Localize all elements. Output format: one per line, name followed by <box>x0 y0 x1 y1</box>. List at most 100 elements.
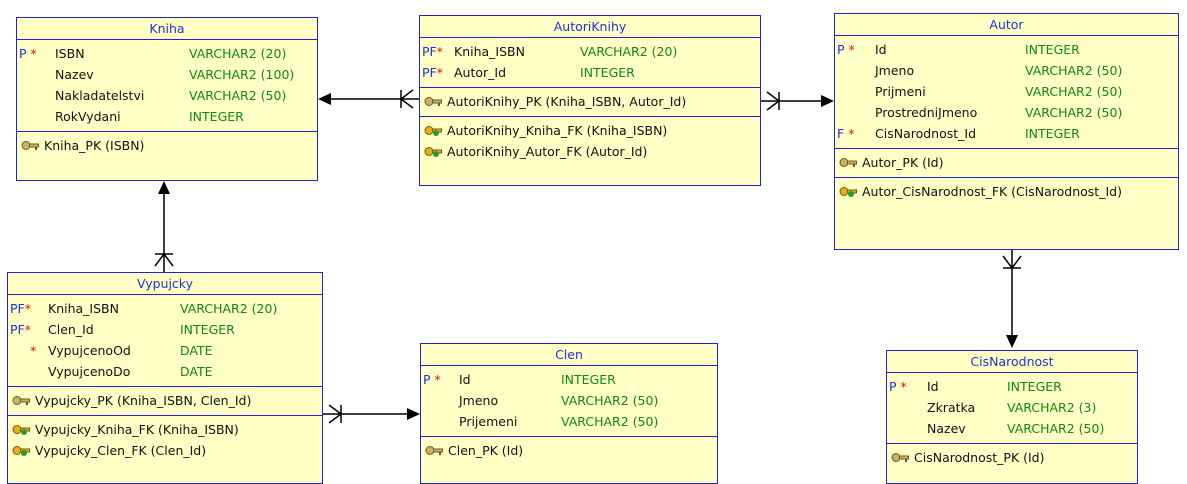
column-row[interactable]: PF* Autor_Id INTEGER <box>420 62 760 83</box>
columns-section: P * Id INTEGER Zkratka VARCHAR2 (3) Naze… <box>887 373 1137 444</box>
pk-label: AutoriKnihy_PK (Kniha_ISBN, Autor_Id) <box>447 94 687 109</box>
mandatory-star: * <box>30 343 37 358</box>
column-row[interactable]: Nazev VARCHAR2 (100) <box>17 64 317 85</box>
column-row[interactable]: Prijmeni VARCHAR2 (50) <box>835 81 1178 102</box>
column-type: INTEGER <box>1025 126 1080 141</box>
key-icon <box>12 396 30 405</box>
column-row[interactable]: P * ISBN VARCHAR2 (20) <box>17 43 317 64</box>
pk-label: Autor_PK (Id) <box>862 155 944 170</box>
mandatory-star: * <box>848 126 855 141</box>
foreign-key-icon <box>839 187 857 197</box>
column-type: VARCHAR2 (50) <box>1007 421 1105 436</box>
column-row[interactable]: PF* Kniha_ISBN VARCHAR2 (20) <box>420 41 760 62</box>
column-type: VARCHAR2 (20) <box>189 46 287 61</box>
pk-section: Kniha_PK (ISBN) <box>17 132 317 160</box>
pk-label: Kniha_PK (ISBN) <box>44 138 145 153</box>
primary-key-row[interactable]: Kniha_PK (ISBN) <box>17 135 317 156</box>
primary-key-row[interactable]: Clen_PK (Id) <box>421 440 717 461</box>
columns-section: PF* Kniha_ISBN VARCHAR2 (20) PF* Autor_I… <box>420 38 760 88</box>
foreign-key-row[interactable]: Vypujcky_Kniha_FK (Kniha_ISBN) <box>8 419 322 440</box>
foreign-key-icon <box>424 147 442 157</box>
column-type: INTEGER <box>561 372 616 387</box>
entity-kniha[interactable]: Kniha P * ISBN VARCHAR2 (20) Nazev VARCH… <box>16 17 318 181</box>
mandatory-star: * <box>434 372 441 387</box>
column-name: Id <box>459 372 471 387</box>
column-name: Prijmeni <box>875 84 926 99</box>
entity-title: Vypujcky <box>8 273 322 295</box>
key-flag: P <box>423 372 431 387</box>
columns-section: PF* Kniha_ISBN VARCHAR2 (20) PF* Clen_Id… <box>8 295 322 387</box>
column-row[interactable]: P * Id INTEGER <box>835 39 1178 60</box>
entity-autor[interactable]: Autor P * Id INTEGER Jmeno VARCHAR2 (50)… <box>834 13 1179 250</box>
column-name: VypujcenoOd <box>48 343 131 358</box>
pk-section: AutoriKnihy_PK (Kniha_ISBN, Autor_Id) <box>420 88 760 117</box>
entity-title: CisNarodnost <box>887 351 1137 373</box>
column-row[interactable]: PF* Kniha_ISBN VARCHAR2 (20) <box>8 298 322 319</box>
column-type: VARCHAR2 (50) <box>1025 84 1123 99</box>
key-icon <box>425 446 443 455</box>
fk-label: Vypujcky_Kniha_FK (Kniha_ISBN) <box>35 422 239 437</box>
key-flag: P <box>19 46 27 61</box>
foreign-key-icon <box>424 126 442 136</box>
entity-title: Clen <box>421 344 717 366</box>
primary-key-row[interactable]: AutoriKnihy_PK (Kniha_ISBN, Autor_Id) <box>420 91 760 112</box>
rel-autoriknihy-autor <box>761 91 834 111</box>
mandatory-star: * <box>24 301 31 316</box>
column-row[interactable]: Nakladatelstvi VARCHAR2 (50) <box>17 85 317 106</box>
entity-autoriknihy[interactable]: AutoriKnihy PF* Kniha_ISBN VARCHAR2 (20)… <box>419 15 761 186</box>
column-type: DATE <box>180 343 213 358</box>
column-row[interactable]: Zkratka VARCHAR2 (3) <box>887 397 1137 418</box>
primary-key-row[interactable]: Autor_PK (Id) <box>835 152 1178 173</box>
pk-section: Clen_PK (Id) <box>421 437 717 465</box>
column-row[interactable]: F * CisNarodnost_Id INTEGER <box>835 123 1178 144</box>
entity-cisnarodnost[interactable]: CisNarodnost P * Id INTEGER Zkratka VARC… <box>886 350 1138 484</box>
column-row[interactable]: * VypujcenoOd DATE <box>8 340 322 361</box>
column-name: ISBN <box>55 46 85 61</box>
mandatory-star: * <box>900 379 907 394</box>
column-name: ProstredniJmeno <box>875 105 978 120</box>
pk-section: Autor_PK (Id) <box>835 149 1178 178</box>
column-type: VARCHAR2 (100) <box>189 67 295 82</box>
column-name: Jmeno <box>875 63 915 78</box>
entity-clen[interactable]: Clen P * Id INTEGER Jmeno VARCHAR2 (50) … <box>420 343 718 484</box>
columns-section: P * ISBN VARCHAR2 (20) Nazev VARCHAR2 (1… <box>17 40 317 132</box>
column-row[interactable]: Nazev VARCHAR2 (50) <box>887 418 1137 439</box>
column-row[interactable]: PF* Clen_Id INTEGER <box>8 319 322 340</box>
column-name: Jmeno <box>459 393 499 408</box>
rel-vypujcky-clen <box>323 404 420 424</box>
foreign-key-row[interactable]: AutoriKnihy_Autor_FK (Autor_Id) <box>420 141 760 162</box>
foreign-key-row[interactable]: Vypujcky_Clen_FK (Clen_Id) <box>8 440 322 461</box>
foreign-key-row[interactable]: AutoriKnihy_Kniha_FK (Kniha_ISBN) <box>420 120 760 141</box>
key-flag: P <box>837 42 845 57</box>
column-row[interactable]: VypujcenoDo DATE <box>8 361 322 382</box>
column-row[interactable]: RokVydani INTEGER <box>17 106 317 127</box>
primary-key-row[interactable]: Vypujcky_PK (Kniha_ISBN, Clen_Id) <box>8 390 322 411</box>
mandatory-star: * <box>24 322 31 337</box>
column-name: Prijemeni <box>459 414 518 429</box>
entity-vypujcky[interactable]: Vypujcky PF* Kniha_ISBN VARCHAR2 (20) PF… <box>7 272 323 484</box>
column-type: VARCHAR2 (3) <box>1007 400 1097 415</box>
column-name: Id <box>875 42 887 57</box>
primary-key-row[interactable]: CisNarodnost_PK (Id) <box>887 447 1137 468</box>
entity-title: AutoriKnihy <box>420 16 760 38</box>
column-row[interactable]: P * Id INTEGER <box>421 369 717 390</box>
column-type: VARCHAR2 (20) <box>180 301 278 316</box>
column-row[interactable]: Prijemeni VARCHAR2 (50) <box>421 411 717 432</box>
pk-label: CisNarodnost_PK (Id) <box>914 450 1045 465</box>
fk-section: Autor_CisNarodnost_FK (CisNarodnost_Id) <box>835 178 1178 206</box>
column-row[interactable]: P * Id INTEGER <box>887 376 1137 397</box>
column-name: Clen_Id <box>48 322 94 337</box>
key-flag: PF <box>10 301 25 316</box>
column-row[interactable]: Jmeno VARCHAR2 (50) <box>421 390 717 411</box>
mandatory-star: * <box>436 44 443 59</box>
column-row[interactable]: ProstredniJmeno VARCHAR2 (50) <box>835 102 1178 123</box>
column-name: Kniha_ISBN <box>454 44 525 59</box>
key-flag: P <box>889 379 897 394</box>
column-type: INTEGER <box>189 109 244 124</box>
column-type: VARCHAR2 (20) <box>580 44 678 59</box>
foreign-key-row[interactable]: Autor_CisNarodnost_FK (CisNarodnost_Id) <box>835 181 1178 202</box>
columns-section: P * Id INTEGER Jmeno VARCHAR2 (50) Prije… <box>421 366 717 437</box>
column-row[interactable]: Jmeno VARCHAR2 (50) <box>835 60 1178 81</box>
entity-title: Kniha <box>17 18 317 40</box>
